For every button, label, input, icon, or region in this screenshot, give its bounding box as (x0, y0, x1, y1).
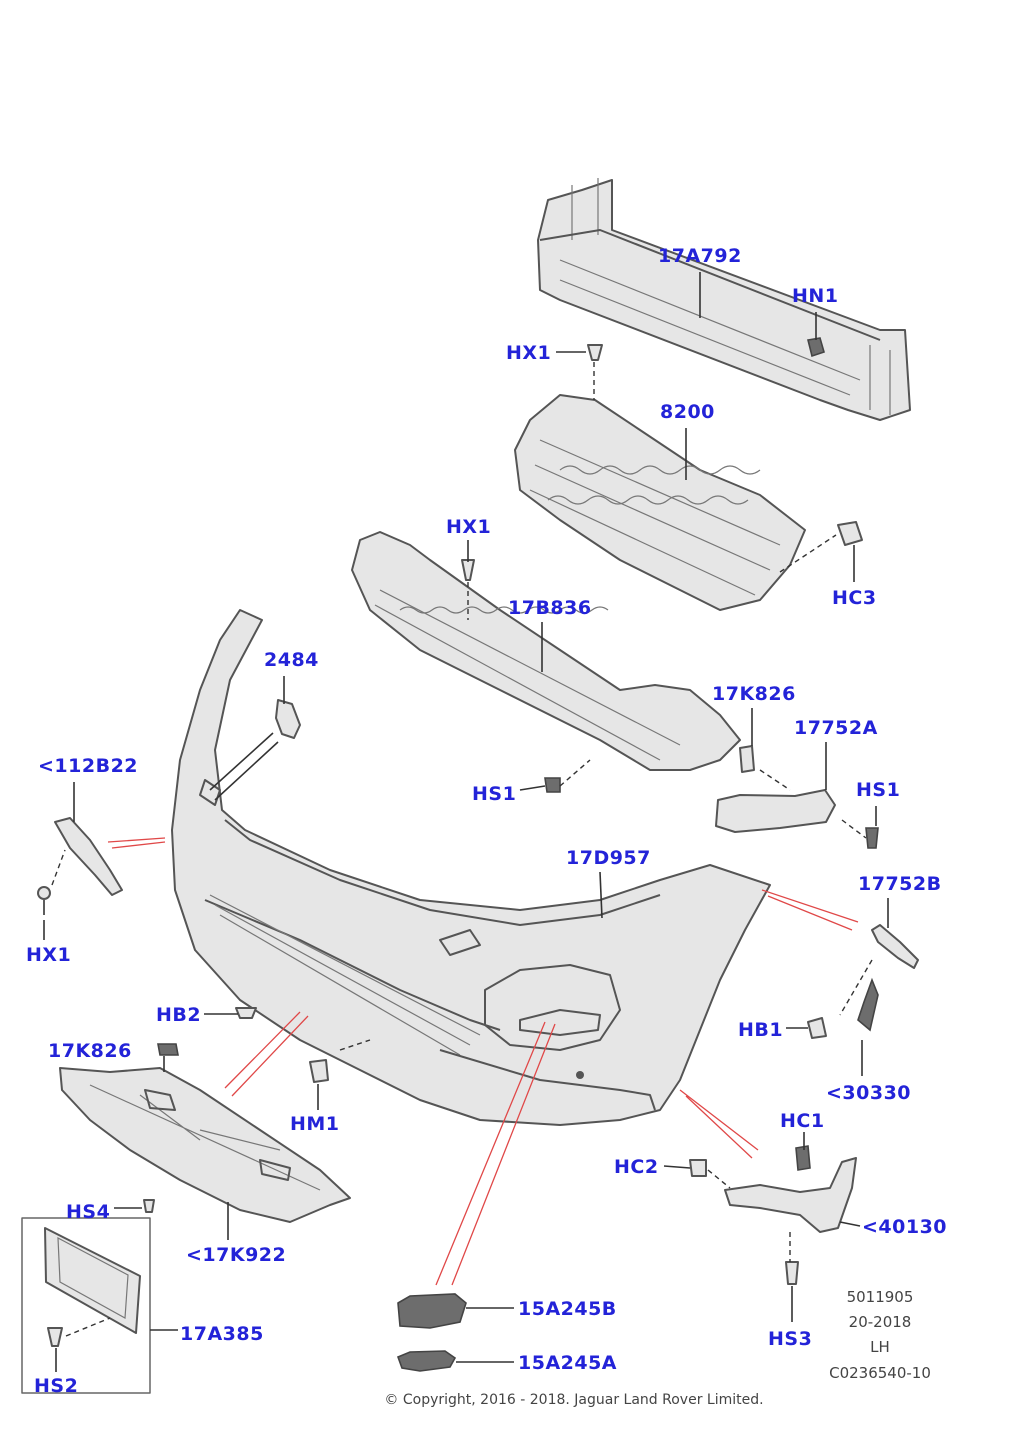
label-17A385: 17A385 (180, 1323, 264, 1345)
reference-year: 20-2018 (849, 1313, 912, 1331)
side-trim-left (37, 817, 123, 915)
label-17752B: 17752B (858, 873, 942, 895)
label-HX1-top: HX1 (506, 342, 551, 364)
label-HX1-left: HX1 (26, 944, 71, 966)
label-17752A: 17752A (794, 717, 878, 739)
label-HS2: HS2 (34, 1375, 78, 1397)
part-labels: 17A792 HN1 HX1 8200 HX1 HC3 17B836 2484 … (26, 245, 947, 1397)
label-17K826-left: 17K826 (48, 1040, 132, 1062)
lamp-bracket-17752A (715, 789, 836, 833)
label-30330: <30330 (826, 1082, 911, 1104)
grille-support-panel (351, 531, 741, 771)
mounting-bracket-40130 (724, 1157, 857, 1233)
trim-17752B (871, 924, 919, 969)
license-plate-bracket (21, 1217, 151, 1394)
label-HB1: HB1 (738, 1019, 783, 1041)
fasteners (47, 337, 879, 1347)
bumper-beam (537, 178, 911, 421)
label-17D957: 17D957 (566, 847, 651, 869)
front-bumper-cover (171, 609, 771, 1126)
reference-code: C0236540-10 (829, 1364, 931, 1382)
label-2484: 2484 (264, 649, 319, 671)
lower-undertray (59, 1067, 351, 1223)
label-HS1-mid: HS1 (472, 783, 516, 805)
leader-lines (43, 272, 889, 1372)
label-HC1: HC1 (780, 1110, 825, 1132)
label-112B22: <112B22 (38, 755, 138, 777)
label-17K826-right: 17K826 (712, 683, 796, 705)
tow-eye-cover-A (396, 1350, 457, 1372)
tow-eye-cover-B (397, 1293, 467, 1329)
diagram-reference: 5011905 20-2018 LH C0236540-10 (829, 1288, 931, 1382)
copyright-notice: © Copyright, 2016 - 2018. Jaguar Land Ro… (384, 1392, 763, 1408)
label-HB2: HB2 (156, 1004, 201, 1026)
label-17B836: 17B836 (508, 597, 592, 619)
bracket-2484 (209, 699, 301, 801)
reference-number: 5011905 (847, 1288, 914, 1306)
label-HS1-right: HS1 (856, 779, 900, 801)
label-40130: <40130 (862, 1216, 947, 1238)
label-HS3: HS3 (768, 1328, 812, 1350)
label-HS4: HS4 (66, 1201, 110, 1223)
label-15A245A: 15A245A (518, 1352, 617, 1374)
label-8200: 8200 (660, 401, 715, 423)
label-17K922: <17K922 (186, 1244, 286, 1266)
label-HC2: HC2 (614, 1156, 659, 1178)
label-15A245B: 15A245B (518, 1298, 617, 1320)
label-HC3: HC3 (832, 587, 877, 609)
label-17A792: 17A792 (658, 245, 742, 267)
reference-side: LH (870, 1338, 890, 1356)
label-HM1: HM1 (290, 1113, 340, 1135)
label-HN1: HN1 (792, 285, 839, 307)
label-HX1-mid: HX1 (446, 516, 491, 538)
callout-lines (107, 837, 859, 1286)
upper-grille (514, 394, 806, 611)
